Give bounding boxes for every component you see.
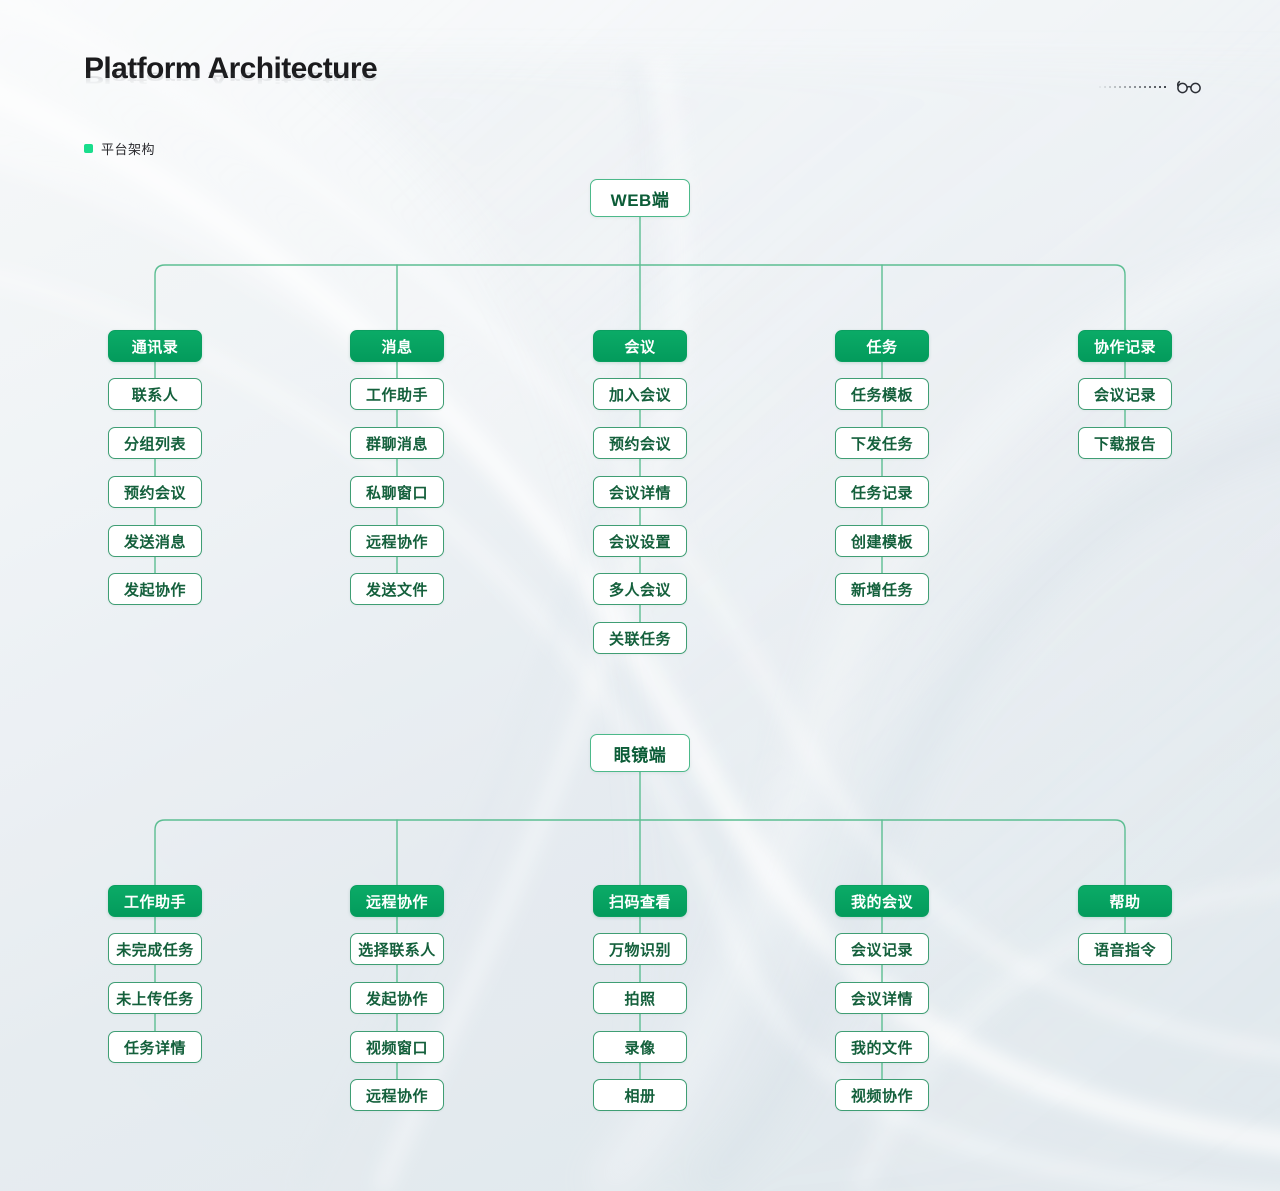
leaf-node[interactable]: 新增任务 — [835, 573, 929, 605]
leaf-node[interactable]: 私聊窗口 — [350, 476, 444, 508]
leaf-node[interactable]: 会议记录 — [1078, 378, 1172, 410]
leaf-node[interactable]: 工作助手 — [350, 378, 444, 410]
leaf-node[interactable]: 未完成任务 — [108, 933, 202, 965]
category-node-help[interactable]: 帮助 — [1078, 885, 1172, 917]
bullet-square-icon — [84, 144, 93, 153]
leaf-node[interactable]: 下发任务 — [835, 427, 929, 459]
category-node-scan-view[interactable]: 扫码查看 — [593, 885, 687, 917]
root-node-web[interactable]: WEB端 — [590, 179, 690, 217]
leaf-node[interactable]: 下载报告 — [1078, 427, 1172, 459]
dashed-rule — [1099, 86, 1169, 88]
page-subtitle: 平台架构 — [84, 139, 377, 158]
leaf-node[interactable]: 会议详情 — [593, 476, 687, 508]
leaf-node[interactable]: 拍照 — [593, 982, 687, 1014]
leaf-node[interactable]: 任务详情 — [108, 1031, 202, 1063]
page-header: Platform Architecture Platform Architect… — [84, 52, 378, 158]
glasses-icon — [1176, 80, 1202, 94]
category-node-meeting[interactable]: 会议 — [593, 330, 687, 362]
leaf-node[interactable]: 分组列表 — [108, 427, 202, 459]
leaf-node[interactable]: 发送文件 — [350, 573, 444, 605]
leaf-node[interactable]: 多人会议 — [593, 573, 687, 605]
leaf-node[interactable]: 语音指令 — [1078, 933, 1172, 965]
leaf-node[interactable]: 预约会议 — [108, 476, 202, 508]
category-node-remote-collab[interactable]: 远程协作 — [350, 885, 444, 917]
category-node-my-meetings[interactable]: 我的会议 — [835, 885, 929, 917]
leaf-node[interactable]: 加入会议 — [593, 378, 687, 410]
leaf-node[interactable]: 发起协作 — [108, 573, 202, 605]
leaf-node[interactable]: 会议设置 — [593, 525, 687, 557]
page-subtitle-label: 平台架构 — [101, 142, 156, 157]
category-node-work-assistant[interactable]: 工作助手 — [108, 885, 202, 917]
leaf-node[interactable]: 视频窗口 — [350, 1031, 444, 1063]
leaf-node[interactable]: 会议记录 — [835, 933, 929, 965]
leaf-node[interactable]: 我的文件 — [835, 1031, 929, 1063]
leaf-node[interactable]: 发起协作 — [350, 982, 444, 1014]
root-node-glasses[interactable]: 眼镜端 — [590, 734, 690, 772]
category-node-contacts[interactable]: 通讯录 — [108, 330, 202, 362]
leaf-node[interactable]: 任务记录 — [835, 476, 929, 508]
leaf-node[interactable]: 发送消息 — [108, 525, 202, 557]
leaf-node[interactable]: 视频协作 — [835, 1079, 929, 1111]
leaf-node[interactable]: 相册 — [593, 1079, 687, 1111]
leaf-node[interactable]: 远程协作 — [350, 1079, 444, 1111]
leaf-node[interactable]: 任务模板 — [835, 378, 929, 410]
leaf-node[interactable]: 未上传任务 — [108, 982, 202, 1014]
leaf-node[interactable]: 关联任务 — [593, 622, 687, 654]
leaf-node[interactable]: 远程协作 — [350, 525, 444, 557]
corner-marker — [1099, 80, 1202, 94]
leaf-node[interactable]: 联系人 — [108, 378, 202, 410]
leaf-node[interactable]: 选择联系人 — [350, 933, 444, 965]
category-node-task[interactable]: 任务 — [835, 330, 929, 362]
leaf-node[interactable]: 录像 — [593, 1031, 687, 1063]
category-node-collab-records[interactable]: 协作记录 — [1078, 330, 1172, 362]
leaf-node[interactable]: 会议详情 — [835, 982, 929, 1014]
leaf-node[interactable]: 创建模板 — [835, 525, 929, 557]
leaf-node[interactable]: 群聊消息 — [350, 427, 444, 459]
category-node-messages[interactable]: 消息 — [350, 330, 444, 362]
leaf-node[interactable]: 万物识别 — [593, 933, 687, 965]
page-title: Platform Architecture — [84, 52, 378, 85]
leaf-node[interactable]: 预约会议 — [593, 427, 687, 459]
